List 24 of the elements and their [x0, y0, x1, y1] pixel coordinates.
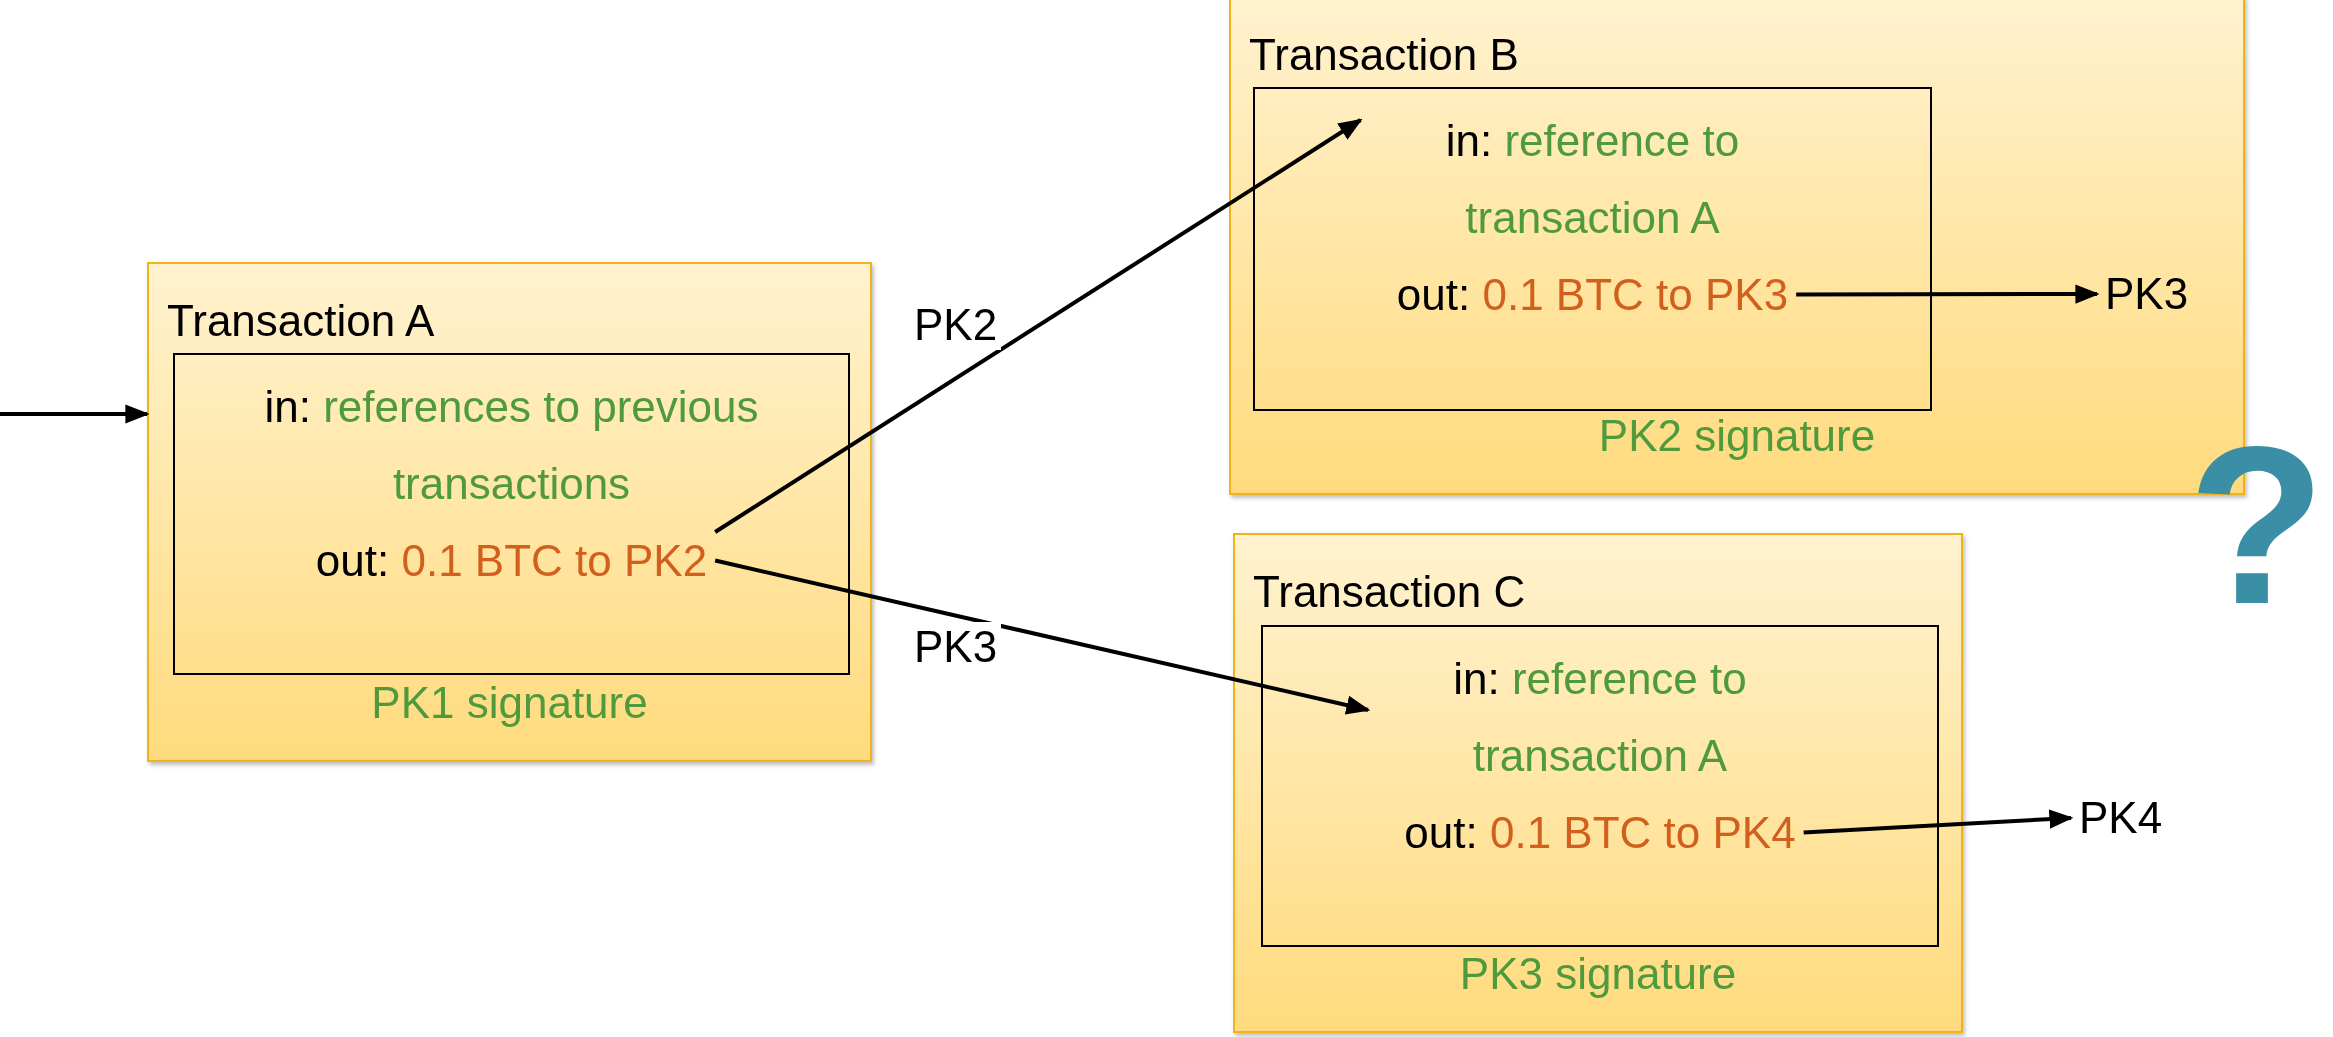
transaction-title: Transaction C	[1253, 569, 1526, 615]
key-label: PK4	[2079, 788, 2163, 848]
question-mark: ?	[2188, 405, 2326, 645]
input-text: in: reference to transaction A	[1372, 102, 1813, 256]
transaction-title: Transaction A	[167, 298, 435, 344]
arrow	[714, 558, 1371, 715]
output-text: out: 0.1 BTC to PK3	[1396, 256, 1789, 333]
input-text: in: references to previous transactions	[211, 368, 812, 522]
transaction-card	[1233, 533, 1963, 1033]
inner-box	[173, 353, 850, 675]
arrow	[1796, 284, 2100, 304]
input-text: in: reference to transaction A	[1380, 640, 1820, 794]
output-text: out: 0.1 BTC to PK4	[1404, 794, 1796, 871]
key-label: PK3	[2105, 264, 2189, 324]
signature-text: PK3 signature	[1458, 951, 1738, 997]
arrow	[1803, 809, 2074, 835]
signature-text: PK2 signature	[1597, 413, 1877, 459]
inner-box	[1253, 87, 1932, 411]
transaction-title: Transaction B	[1249, 32, 1519, 78]
signature-text: PK1 signature	[370, 680, 649, 726]
output-text: out: 0.1 BTC to PK2	[315, 522, 708, 599]
arrow	[714, 118, 1363, 534]
inner-box	[1261, 625, 1939, 947]
transaction-card	[147, 262, 872, 762]
